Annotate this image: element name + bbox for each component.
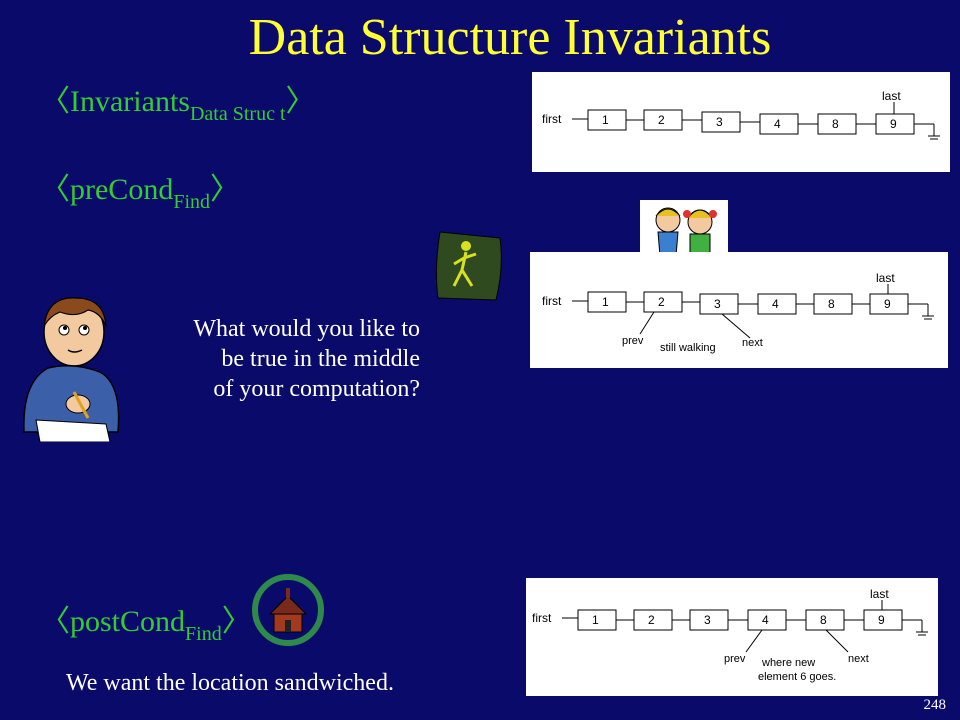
linked-list-diagram-1: first 1 2 3 4 8 9 last [532,72,950,172]
node-value: 1 [602,295,609,309]
slide-title: Data Structure Invariants [248,9,772,66]
next-label: next [742,337,763,349]
where-new-label: where new [761,657,815,669]
postcond-text: postCond [70,605,186,638]
node-value: 1 [592,613,599,627]
linked-list-diagram-2: first 1 2 3 4 8 9 last prev still walkin… [530,252,948,368]
invariants-subscript: Data Struc t [189,103,286,125]
node-value: 2 [648,613,655,627]
precond-subscript: Find [173,191,211,213]
node-value: 9 [890,117,897,131]
postcond-label: 〈postCondFind〉 [40,604,252,652]
thinking-boy-image [14,292,124,443]
close-bracket: 〉 [221,605,252,638]
last-label: last [876,271,895,285]
node-value: 1 [602,113,609,127]
open-bracket: 〈 [40,85,70,118]
node-value: 2 [658,295,665,309]
first-label: first [532,611,552,625]
question-text: What would you like to be true in the mi… [100,314,420,404]
node-value: 4 [762,613,769,627]
node-value: 9 [878,613,885,627]
close-bracket: 〉 [285,85,316,118]
sandwich-text: We want the location sandwiched. [66,670,394,696]
node-value: 4 [772,297,779,311]
walking-figure-image [432,228,506,304]
question-line: of your computation? [213,376,420,402]
precond-text: preCond [70,173,174,206]
precond-label: 〈preCondFind〉 [40,172,240,220]
node-value: 8 [832,117,839,131]
open-bracket: 〈 [40,173,70,206]
node-value: 8 [828,297,835,311]
invariants-text: Invariants [70,85,190,118]
node-value: 4 [774,117,781,131]
question-line: What would you like to [193,316,420,342]
slide-number: 248 [923,697,947,713]
invariants-label: 〈InvariantsData Struc t〉 [40,84,316,132]
postcond-subscript: Find [185,623,222,645]
last-label: last [870,587,889,601]
node-value: 3 [704,613,711,627]
schoolhouse-icon [248,570,328,650]
open-bracket: 〈 [40,605,70,638]
close-bracket: 〉 [210,173,241,206]
first-label: first [542,294,562,308]
node-value: 8 [820,613,827,627]
prev-label: prev [724,653,746,665]
next-label: next [848,653,869,665]
node-value: 2 [658,113,665,127]
node-value: 9 [884,297,891,311]
question-line: be true in the middle [221,346,420,372]
node-value: 3 [714,297,721,311]
still-walking-label: still walking [660,342,716,354]
linked-list-diagram-3: first 1 2 3 4 8 9 last prev where new el… [526,578,938,696]
element-goes-label: element 6 goes. [758,671,836,683]
node-value: 3 [716,115,723,129]
prev-label: prev [622,335,644,347]
last-label: last [882,89,901,103]
first-label: first [542,112,562,126]
